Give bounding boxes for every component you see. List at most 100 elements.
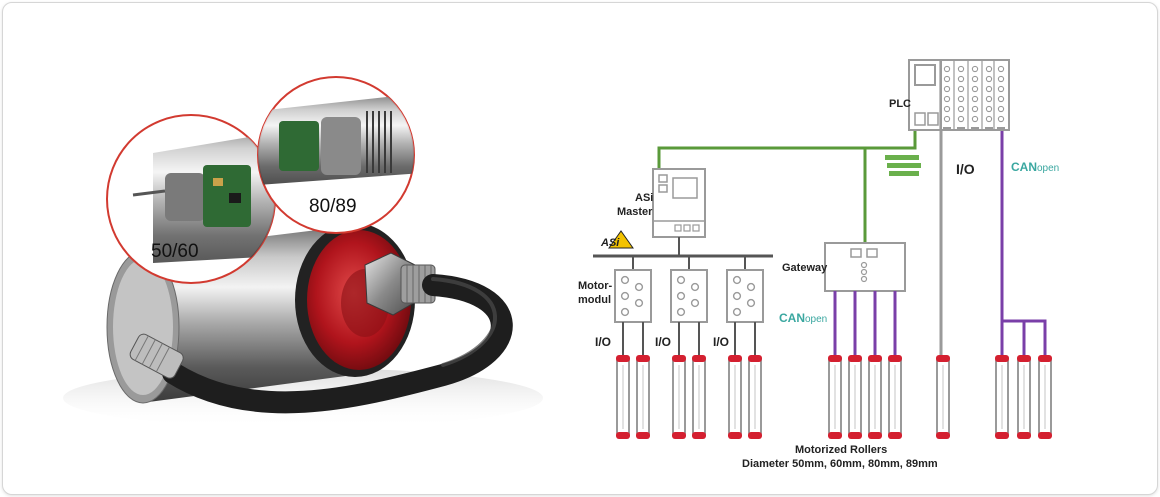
motorized-roller [888,355,902,439]
roller-row [616,355,1052,439]
roller-cap-top [936,355,950,362]
plc-canopen-line [1000,127,1047,355]
roller-cap-top [1038,355,1052,362]
plc-slot-dot [997,115,1005,123]
plc-slot-dot [997,105,1005,113]
roller-cap-bottom [616,432,630,439]
asi-master-unit: ASi Master [617,168,706,256]
gear-large [366,111,392,173]
detail-circle-50-60: 50/60 [106,114,276,284]
plc-slot-dot [971,65,979,73]
motormodul-label-2: modul [578,294,611,306]
plc-slot-dot [957,105,965,113]
pcb-large [279,121,319,171]
roller-cap-bottom [636,432,650,439]
roller-cap-top [1017,355,1031,362]
roller-cap-bottom [868,432,882,439]
roller-cap-bottom [692,432,706,439]
pcb-small [203,165,251,227]
profibus-logo [885,155,921,176]
plc-slot-dot [957,95,965,103]
label-50-60: 50/60 [151,241,199,262]
roller-cap-bottom [828,432,842,439]
roller-cap-bottom [936,432,950,439]
motorized-roller [616,355,630,439]
cable-connector [129,333,184,379]
roller-cap-top [616,355,630,362]
roller-cap-top [692,355,706,362]
roller-cap-top [995,355,1009,362]
plc-slot-foot [985,127,993,131]
roller-cap-bottom [1017,432,1031,439]
canopen-gateway-logo: CANopen [779,311,827,325]
plc-slot-dot [957,85,965,93]
motormodul-label-1: Motor- [578,280,613,292]
gateway-unit: Gateway [782,242,906,292]
motorized-roller [636,355,650,439]
plc-slot-dot [943,95,951,103]
motorized-roller [936,355,950,439]
asi-master-label-1: ASi [635,192,653,204]
motorized-roller [828,355,842,439]
plc-slot-dot [943,75,951,83]
roller-cap-top [672,355,686,362]
plc-slot-dot [985,115,993,123]
plc-slot-foot [997,127,1005,131]
roller-cap-top [868,355,882,362]
plc-slot-dot [985,75,993,83]
asi-logo: ASi [600,230,634,249]
motorized-roller [848,355,862,439]
plc-slot-dot [971,105,979,113]
plc-slot-dot [971,85,979,93]
motorized-roller [1017,355,1031,439]
io-label-module-2: I/O [655,335,671,349]
roller-cap-top [888,355,902,362]
label-80-89: 80/89 [309,196,357,217]
motorized-roller [748,355,762,439]
plc-slot-dot [971,115,979,123]
roller-cap-top [848,355,862,362]
roller-cap-bottom [748,432,762,439]
plc-io-slots [939,61,1005,131]
motor-large [321,117,361,175]
plc-slot-dot [943,105,951,113]
plc-slot-dot [985,95,993,103]
io-label-module-1: I/O [595,335,611,349]
gateway-label: Gateway [782,262,828,274]
plc-slot-dot [997,65,1005,73]
roller-cap-top [828,355,842,362]
motor-module [726,269,764,323]
roller-cap-bottom [1038,432,1052,439]
roller-cap-bottom [848,432,862,439]
plc-slot-dot [957,75,965,83]
roller-cap-bottom [995,432,1009,439]
motorized-roller [728,355,742,439]
svg-text:ASi: ASi [600,237,620,249]
plc-slot-dot [985,65,993,73]
plc-slot-dot [971,75,979,83]
roller-cap-top [636,355,650,362]
plc-slot-dot [985,105,993,113]
plc-slot-foot [971,127,979,131]
plc-slot-dot [957,115,965,123]
canopen-top-logo: CANopen [1011,160,1059,174]
motorized-roller [868,355,882,439]
plc-slot-dot [957,65,965,73]
network-diagram: PLC I/O CANopen ASi Master ASi [578,59,1059,470]
roller-cap-top [728,355,742,362]
detail-circle-80-89: 80/89 [257,76,415,234]
motor-module [614,269,652,323]
io-label-module-3: I/O [713,335,729,349]
gateway-canopen-lines [833,291,897,355]
asi-master-label-2: Master [617,206,653,218]
plc-slot-foot [943,127,951,131]
plc-slot-dot [997,85,1005,93]
footer-diameters: Diameter 50mm, 60mm, 80mm, 89mm [742,458,938,470]
roller-cap-bottom [672,432,686,439]
plc-slot-dot [997,75,1005,83]
plc-slot-dot [943,65,951,73]
footer-title: Motorized Rollers [795,444,887,456]
cable-highlight [431,277,497,367]
plc-slot-dot [997,95,1005,103]
